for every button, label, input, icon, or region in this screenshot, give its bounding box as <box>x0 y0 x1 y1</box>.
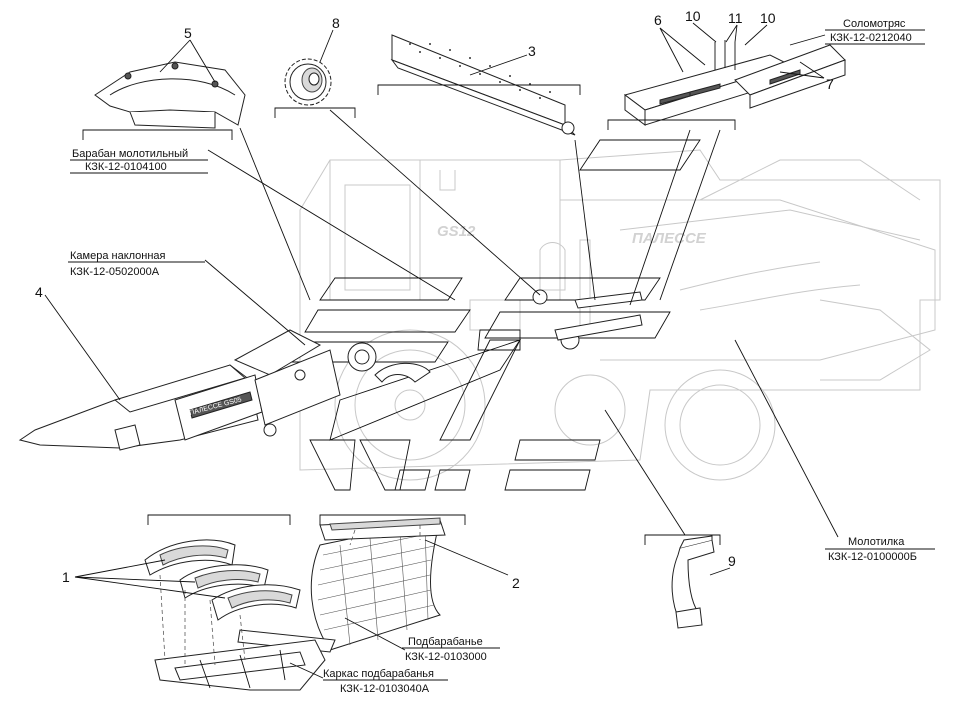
drum-code-label: КЗК-12-0104100 <box>85 161 167 173</box>
concave-frame-part <box>154 639 326 691</box>
frame-code-label: КЗК-12-0103040А <box>340 683 430 695</box>
callout-4: 4 <box>35 284 43 300</box>
group-brackets <box>82 84 736 545</box>
duct-part <box>671 535 715 629</box>
callout-7: 7 <box>826 76 834 92</box>
callout-10-right: 10 <box>760 10 776 26</box>
thresher-code-label: КЗК-12-0100000Б <box>828 551 917 563</box>
part-labels: Барабан молотильный КЗК-12-0104100 Камер… <box>70 18 917 695</box>
plate-part <box>390 34 576 136</box>
walker-name-label: Соломотряс <box>843 18 906 30</box>
concave-part <box>237 517 446 653</box>
callout-9: 9 <box>728 553 736 569</box>
concave-name-label: Подбарабанье <box>408 636 483 648</box>
callout-10-left: 10 <box>685 8 701 24</box>
drum-in-machine <box>347 289 643 383</box>
leader-lines <box>44 22 839 679</box>
combine-background: GS12 ПАЛЕССЕ <box>299 149 941 481</box>
concave-plates-part <box>144 539 301 621</box>
straw-walker-part <box>623 40 846 126</box>
model-label: GS12 <box>437 223 476 240</box>
drum-guard-part <box>94 61 246 129</box>
sprocket-part <box>284 58 332 106</box>
callout-numbers: 5 8 3 6 10 11 10 7 4 1 2 9 <box>35 8 834 591</box>
frame-name-label: Каркас подбарабанья <box>323 668 434 680</box>
callout-11: 11 <box>728 10 743 26</box>
callout-6: 6 <box>654 12 662 28</box>
callout-3: 3 <box>528 43 536 59</box>
label-underlines <box>68 29 935 681</box>
callout-2: 2 <box>512 575 520 591</box>
feeder-housing: ПАЛЕССЕ GS05 <box>18 329 341 451</box>
feeder-name-label: Камера наклонная <box>70 250 166 262</box>
concave-code-label: КЗК-12-0103000 <box>405 651 487 663</box>
thresher-name-label: Молотилка <box>848 536 905 548</box>
feeder-code-label: КЗК-12-0502000А <box>70 266 160 278</box>
brand-label: ПАЛЕССЕ <box>632 230 707 247</box>
walker-code-label: КЗК-12-0212040 <box>830 32 912 44</box>
callout-8: 8 <box>332 15 340 31</box>
drum-name-label: Барабан молотильный <box>72 148 188 160</box>
callout-1: 1 <box>62 569 70 585</box>
callout-5: 5 <box>184 25 192 41</box>
